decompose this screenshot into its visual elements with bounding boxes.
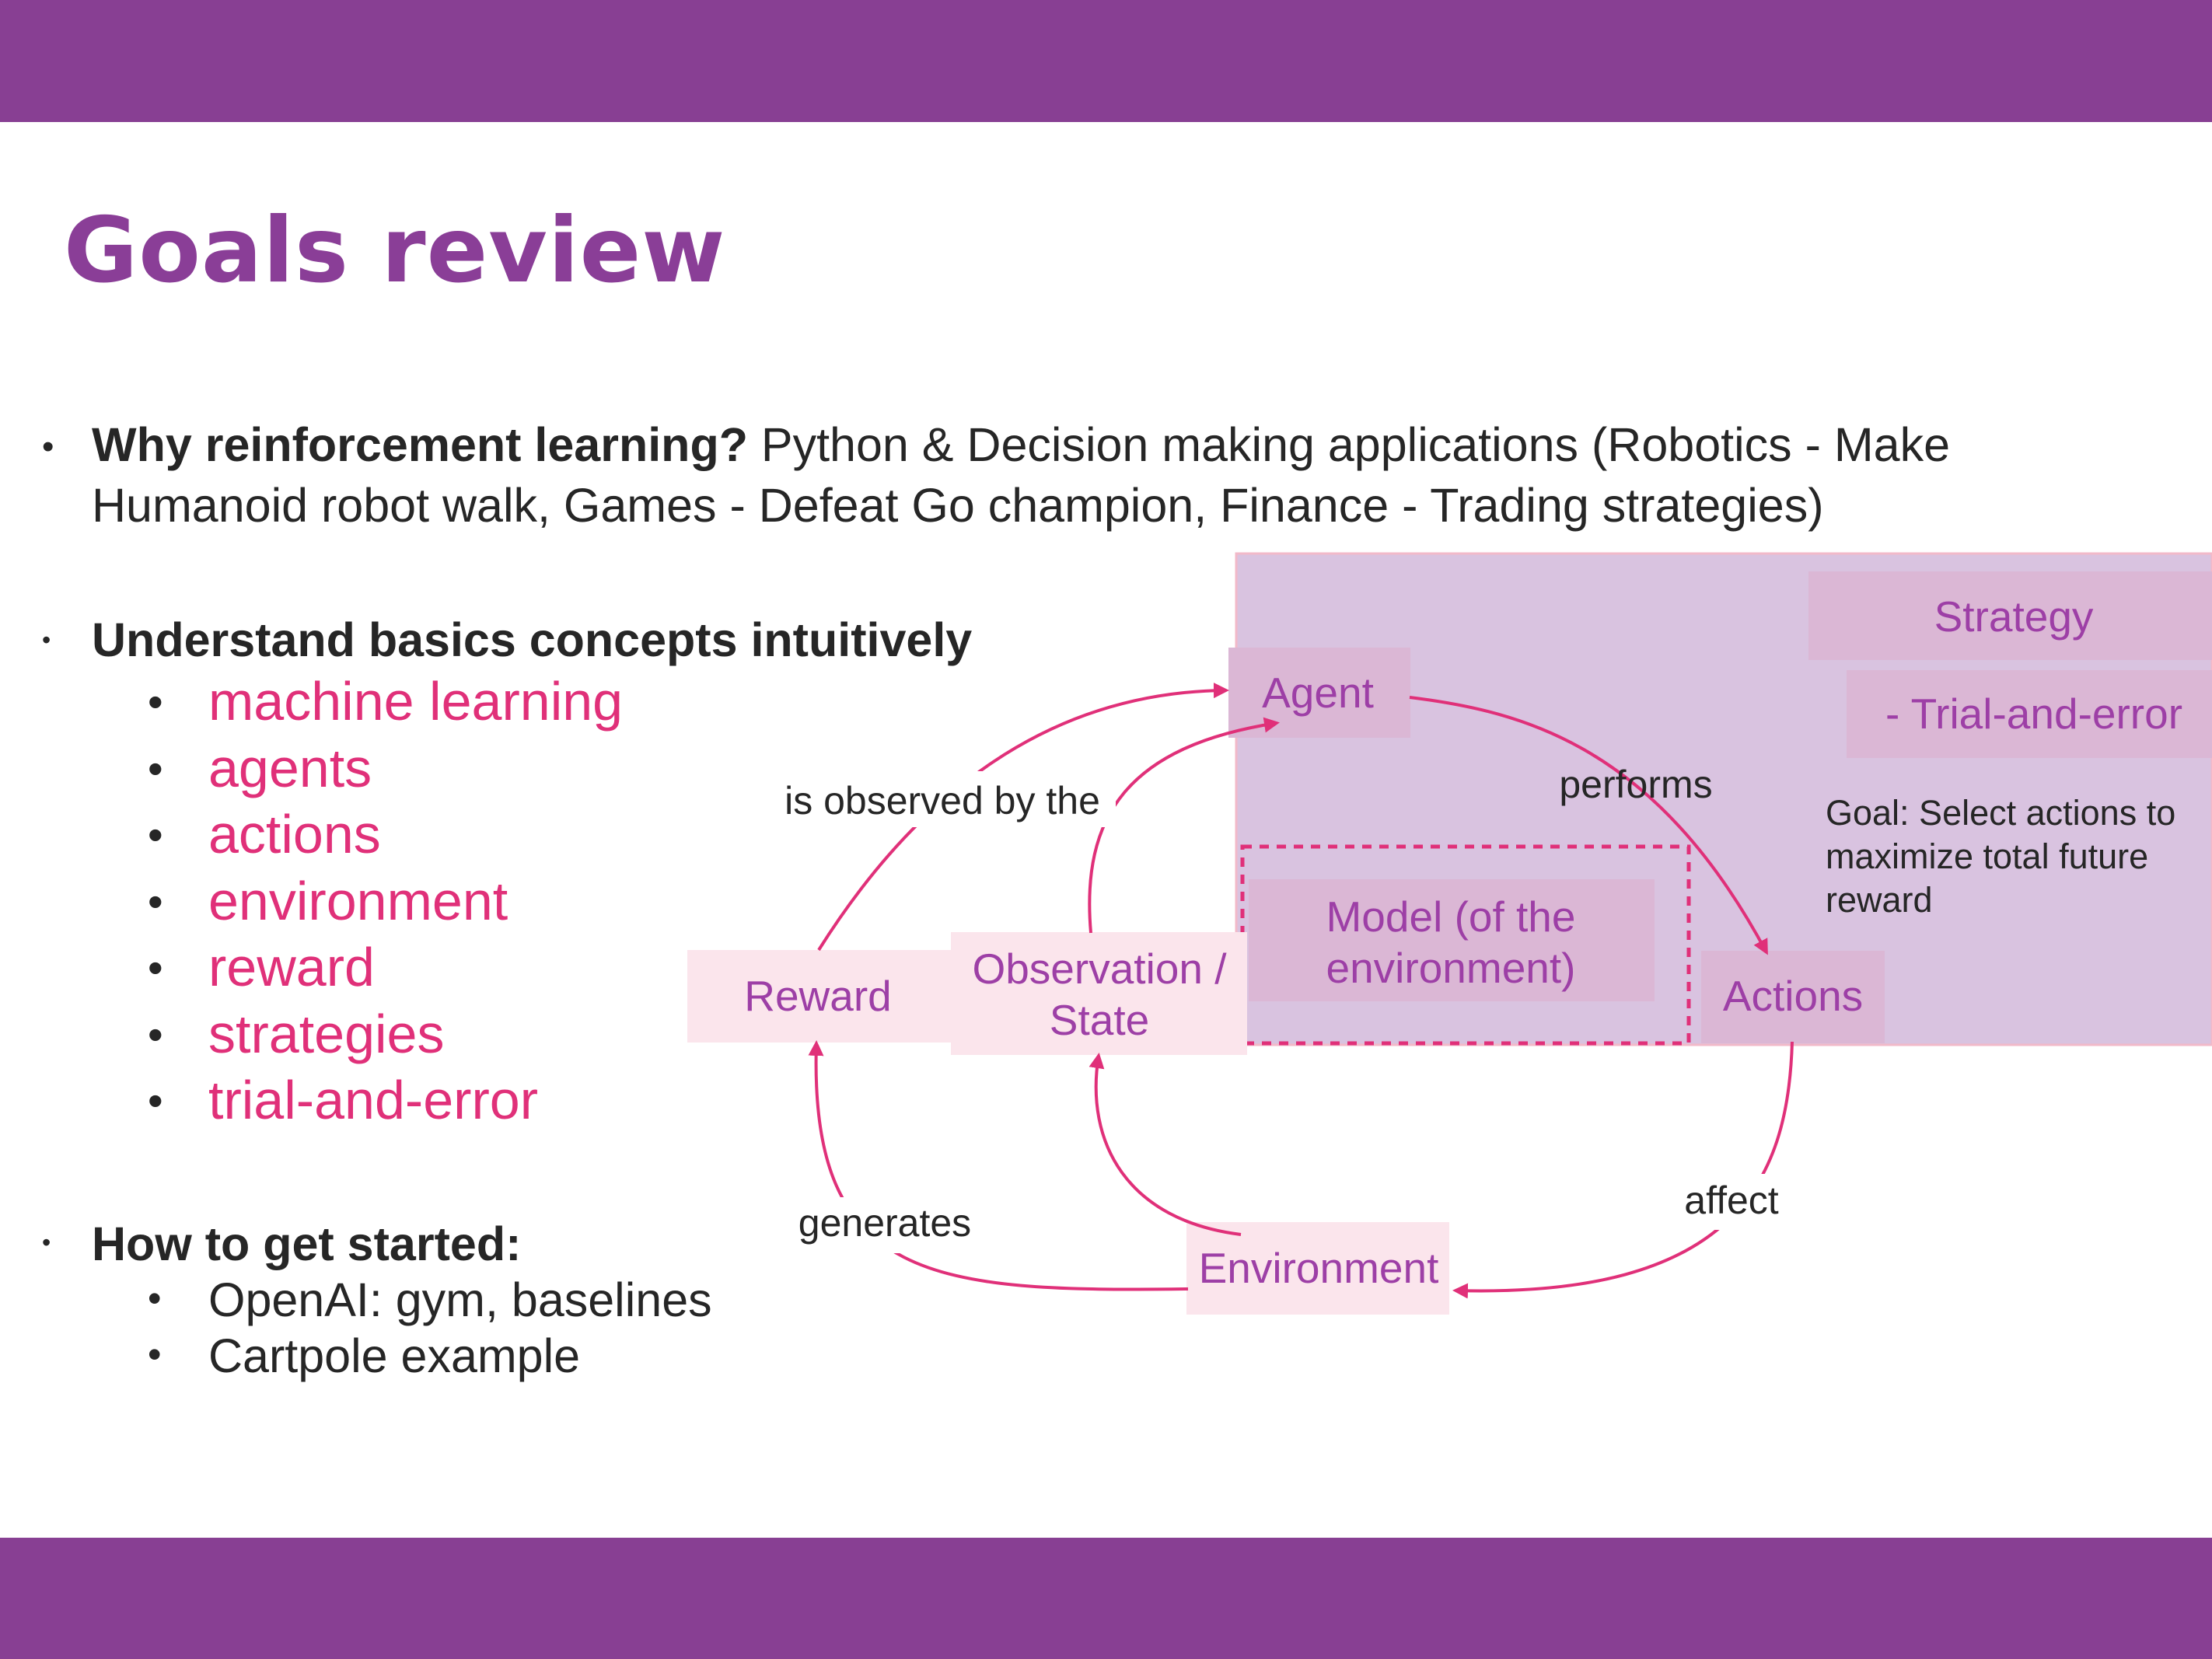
- reward-label: Reward: [744, 972, 892, 1020]
- goal-text-3: reward: [1826, 880, 1933, 920]
- affect-label: affect: [1684, 1179, 1778, 1222]
- bullet-why-rl: Why reinforcement learning? Python & Dec…: [92, 414, 1950, 536]
- bottom-banner: [0, 1538, 2212, 1659]
- trial-label: - Trial-and-error: [1885, 690, 2182, 738]
- bullet-why-rl-text-1: Python & Decision making applications (R…: [747, 418, 1950, 471]
- agent-label: Agent: [1262, 669, 1374, 717]
- actions-box: [1701, 951, 1885, 1043]
- strategy-label: Strategy: [1934, 592, 2094, 641]
- bullet-why-rl-text-2: Humanoid robot walk, Games - Defeat Go c…: [92, 479, 1824, 532]
- reward-box: [687, 950, 952, 1043]
- bullet-marker: •: [42, 428, 54, 466]
- bullet-why-rl-heading: Why reinforcement learning?: [92, 418, 748, 471]
- performs-label: performs: [1559, 763, 1712, 806]
- bullet-concepts-heading: Understand basics concepts intuitively: [92, 609, 972, 670]
- observation-box: [951, 932, 1247, 1055]
- slide-title: Goals review: [64, 198, 726, 303]
- agent-box: [1228, 648, 1410, 738]
- bullet-get-started-heading-text: How to get started:: [92, 1217, 522, 1270]
- top-banner: [0, 0, 2212, 122]
- arrow-observed: [817, 683, 1229, 952]
- observation-label-1: Observation /: [972, 945, 1227, 993]
- bullet-marker: •: [42, 626, 51, 654]
- goal-text-2: maximize total future: [1826, 836, 2148, 876]
- goal-text-1: Goal: Select actions to: [1826, 793, 2175, 833]
- bullet-concepts-heading-text: Understand basics concepts intuitively: [92, 613, 973, 666]
- generates-label-bg: [785, 1197, 987, 1253]
- observed-label-bg: [762, 771, 1116, 827]
- trial-box: [1847, 670, 2212, 758]
- environment-box: [1186, 1222, 1449, 1315]
- generates-label: generates: [798, 1201, 971, 1245]
- arrow-generates: [808, 1040, 1189, 1291]
- affect-label-bg: [1669, 1174, 1801, 1230]
- arrow-observation-agent: [1088, 717, 1280, 934]
- arrow-affect: [1452, 1041, 1794, 1299]
- observed-label: is observed by the: [785, 779, 1100, 823]
- model-box: [1249, 879, 1655, 1001]
- arrow-env-observation: [1089, 1053, 1242, 1236]
- observation-label-2: State: [1050, 996, 1149, 1044]
- actions-label: Actions: [1723, 972, 1863, 1020]
- arrow-performs: [1409, 696, 1768, 955]
- environment-label: Environment: [1199, 1244, 1439, 1292]
- bullet-get-started-heading: How to get started:: [92, 1214, 521, 1274]
- model-label-2: environment): [1326, 944, 1576, 992]
- bullet-marker: •: [42, 1228, 51, 1256]
- strategy-box: [1808, 571, 2212, 660]
- model-label-1: Model (of the: [1326, 892, 1575, 941]
